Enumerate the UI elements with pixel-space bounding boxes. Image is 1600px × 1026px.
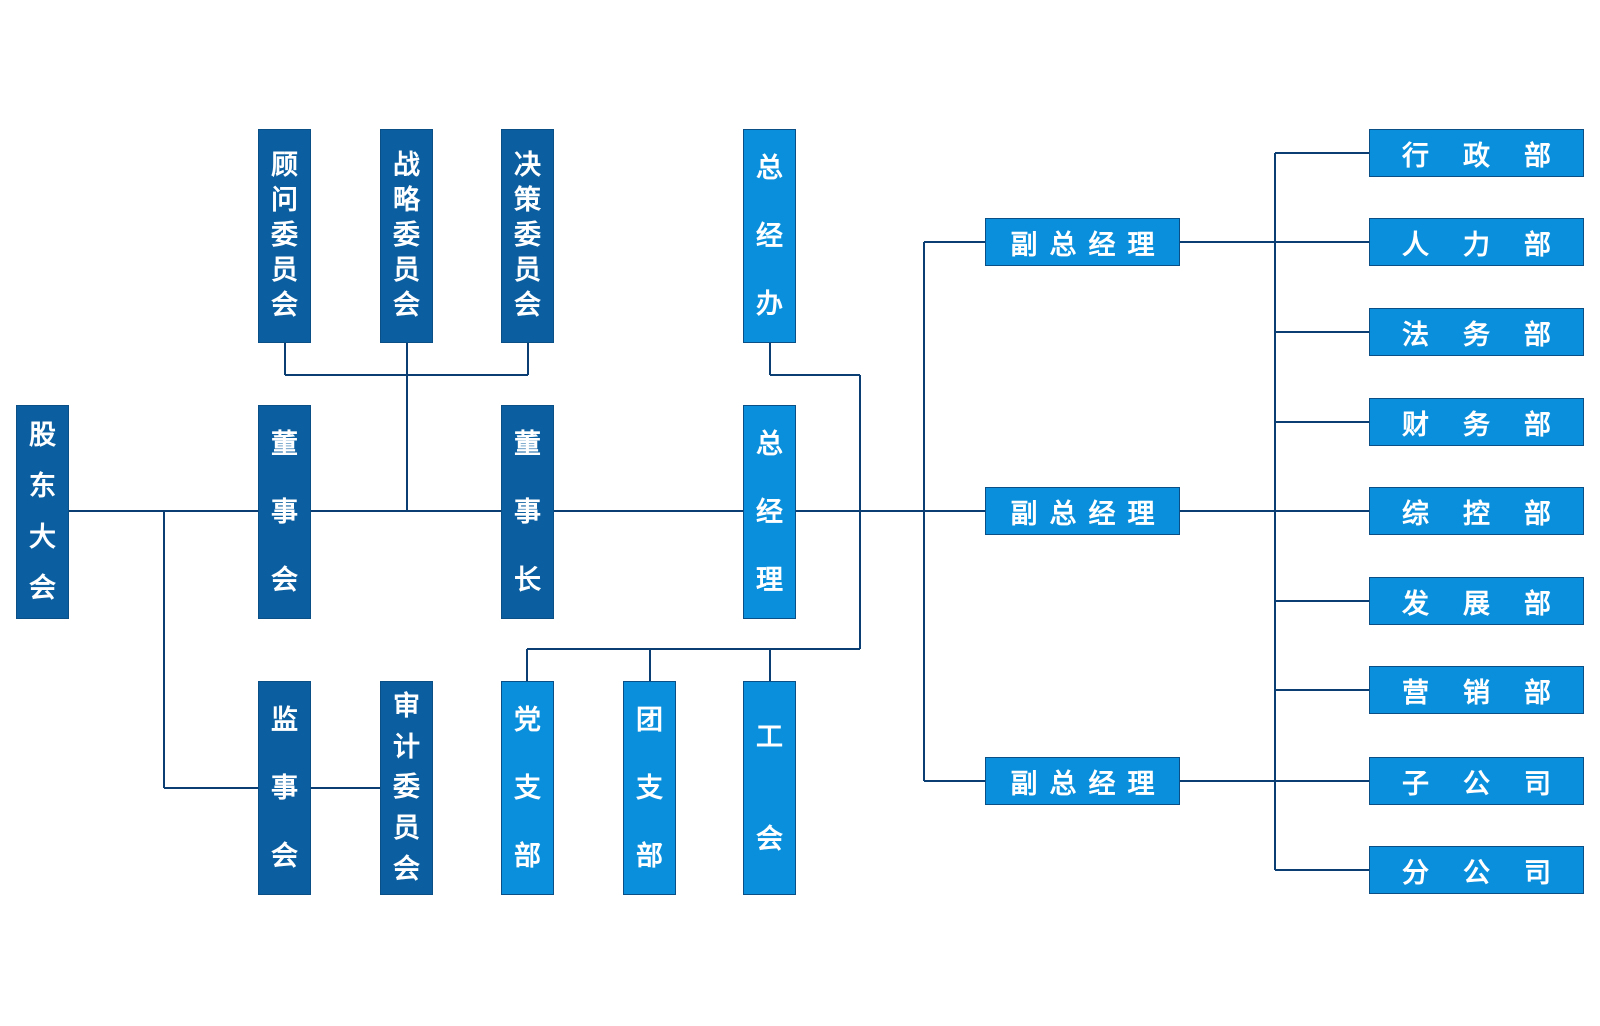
node-vice-gm-2: 副总经理 bbox=[985, 487, 1180, 535]
node-label-char: 审 bbox=[393, 690, 420, 722]
node-gm-office: 总经办 bbox=[743, 129, 796, 343]
node-general-manager: 总经理 bbox=[743, 405, 796, 619]
dept-hr: 人力部 bbox=[1369, 218, 1584, 266]
node-label-char: 经 bbox=[756, 220, 783, 252]
node-label-char: 会 bbox=[393, 290, 420, 321]
node-label-char: 部 bbox=[636, 840, 663, 872]
node-label-char: 大 bbox=[29, 522, 56, 553]
node-vice-gm-1: 副总经理 bbox=[985, 218, 1180, 266]
dept-subsidiary: 子公司 bbox=[1369, 757, 1584, 805]
node-label-char: 委 bbox=[271, 220, 298, 251]
node-label-char: 团 bbox=[636, 704, 663, 736]
node-label-char: 会 bbox=[271, 290, 298, 321]
node-label-char: 委 bbox=[514, 220, 541, 251]
node-label-char: 事 bbox=[514, 496, 541, 528]
node-audit-committee: 审计委员会 bbox=[380, 681, 433, 895]
node-label-char: 委 bbox=[393, 772, 420, 804]
node-label-char: 事 bbox=[271, 496, 298, 528]
node-label-char: 办 bbox=[756, 288, 783, 320]
node-label-char: 监 bbox=[271, 704, 298, 736]
node-label-char: 会 bbox=[29, 573, 56, 604]
node-label-char: 党 bbox=[514, 704, 541, 736]
node-label-char: 总 bbox=[756, 152, 783, 184]
node-label-char: 会 bbox=[271, 564, 298, 596]
node-label-char: 决 bbox=[514, 150, 541, 181]
node-label-char: 员 bbox=[271, 255, 298, 286]
node-strategy-committee: 战略委员会 bbox=[380, 129, 433, 343]
node-label-char: 员 bbox=[393, 255, 420, 286]
node-label-char: 支 bbox=[514, 772, 541, 804]
dept-development: 发展部 bbox=[1369, 577, 1584, 625]
node-label-char: 董 bbox=[514, 428, 541, 460]
node-chairman: 董事长 bbox=[501, 405, 554, 619]
node-youth-branch: 团支部 bbox=[623, 681, 676, 895]
node-label-char: 支 bbox=[636, 772, 663, 804]
node-label-char: 会 bbox=[514, 290, 541, 321]
node-label-char: 委 bbox=[393, 220, 420, 251]
node-label-char: 事 bbox=[271, 772, 298, 804]
node-label-char: 股 bbox=[29, 420, 56, 451]
node-label-char: 经 bbox=[756, 496, 783, 528]
dept-legal: 法务部 bbox=[1369, 308, 1584, 356]
node-supervisors: 监事会 bbox=[258, 681, 311, 895]
node-shareholders: 股东大会 bbox=[16, 405, 69, 619]
dept-marketing: 营销部 bbox=[1369, 666, 1584, 714]
node-label-char: 长 bbox=[514, 564, 541, 596]
node-advisory-committee: 顾问委员会 bbox=[258, 129, 311, 343]
node-label-char: 员 bbox=[393, 813, 420, 845]
node-label-char: 问 bbox=[271, 185, 298, 216]
dept-admin: 行政部 bbox=[1369, 129, 1584, 177]
node-label-char: 总 bbox=[756, 428, 783, 460]
node-labor-union: 工会 bbox=[743, 681, 796, 895]
dept-branch: 分公司 bbox=[1369, 846, 1584, 894]
node-label-char: 东 bbox=[29, 471, 56, 502]
node-label-char: 员 bbox=[514, 255, 541, 286]
node-label-char: 战 bbox=[393, 150, 420, 181]
node-label-char: 会 bbox=[271, 840, 298, 872]
node-label-char: 工 bbox=[756, 721, 783, 753]
node-decision-committee: 决策委员会 bbox=[501, 129, 554, 343]
node-board: 董事会 bbox=[258, 405, 311, 619]
node-label-char: 董 bbox=[271, 428, 298, 460]
node-label-char: 计 bbox=[393, 731, 420, 763]
node-vice-gm-3: 副总经理 bbox=[985, 757, 1180, 805]
node-label-char: 会 bbox=[393, 854, 420, 886]
dept-finance: 财务部 bbox=[1369, 398, 1584, 446]
node-party-branch: 党支部 bbox=[501, 681, 554, 895]
node-label-char: 略 bbox=[393, 185, 420, 216]
node-label-char: 理 bbox=[756, 564, 783, 596]
dept-control: 综控部 bbox=[1369, 487, 1584, 535]
node-label-char: 策 bbox=[514, 185, 541, 216]
node-label-char: 顾 bbox=[271, 150, 298, 181]
node-label-char: 部 bbox=[514, 840, 541, 872]
node-label-char: 会 bbox=[756, 823, 783, 855]
